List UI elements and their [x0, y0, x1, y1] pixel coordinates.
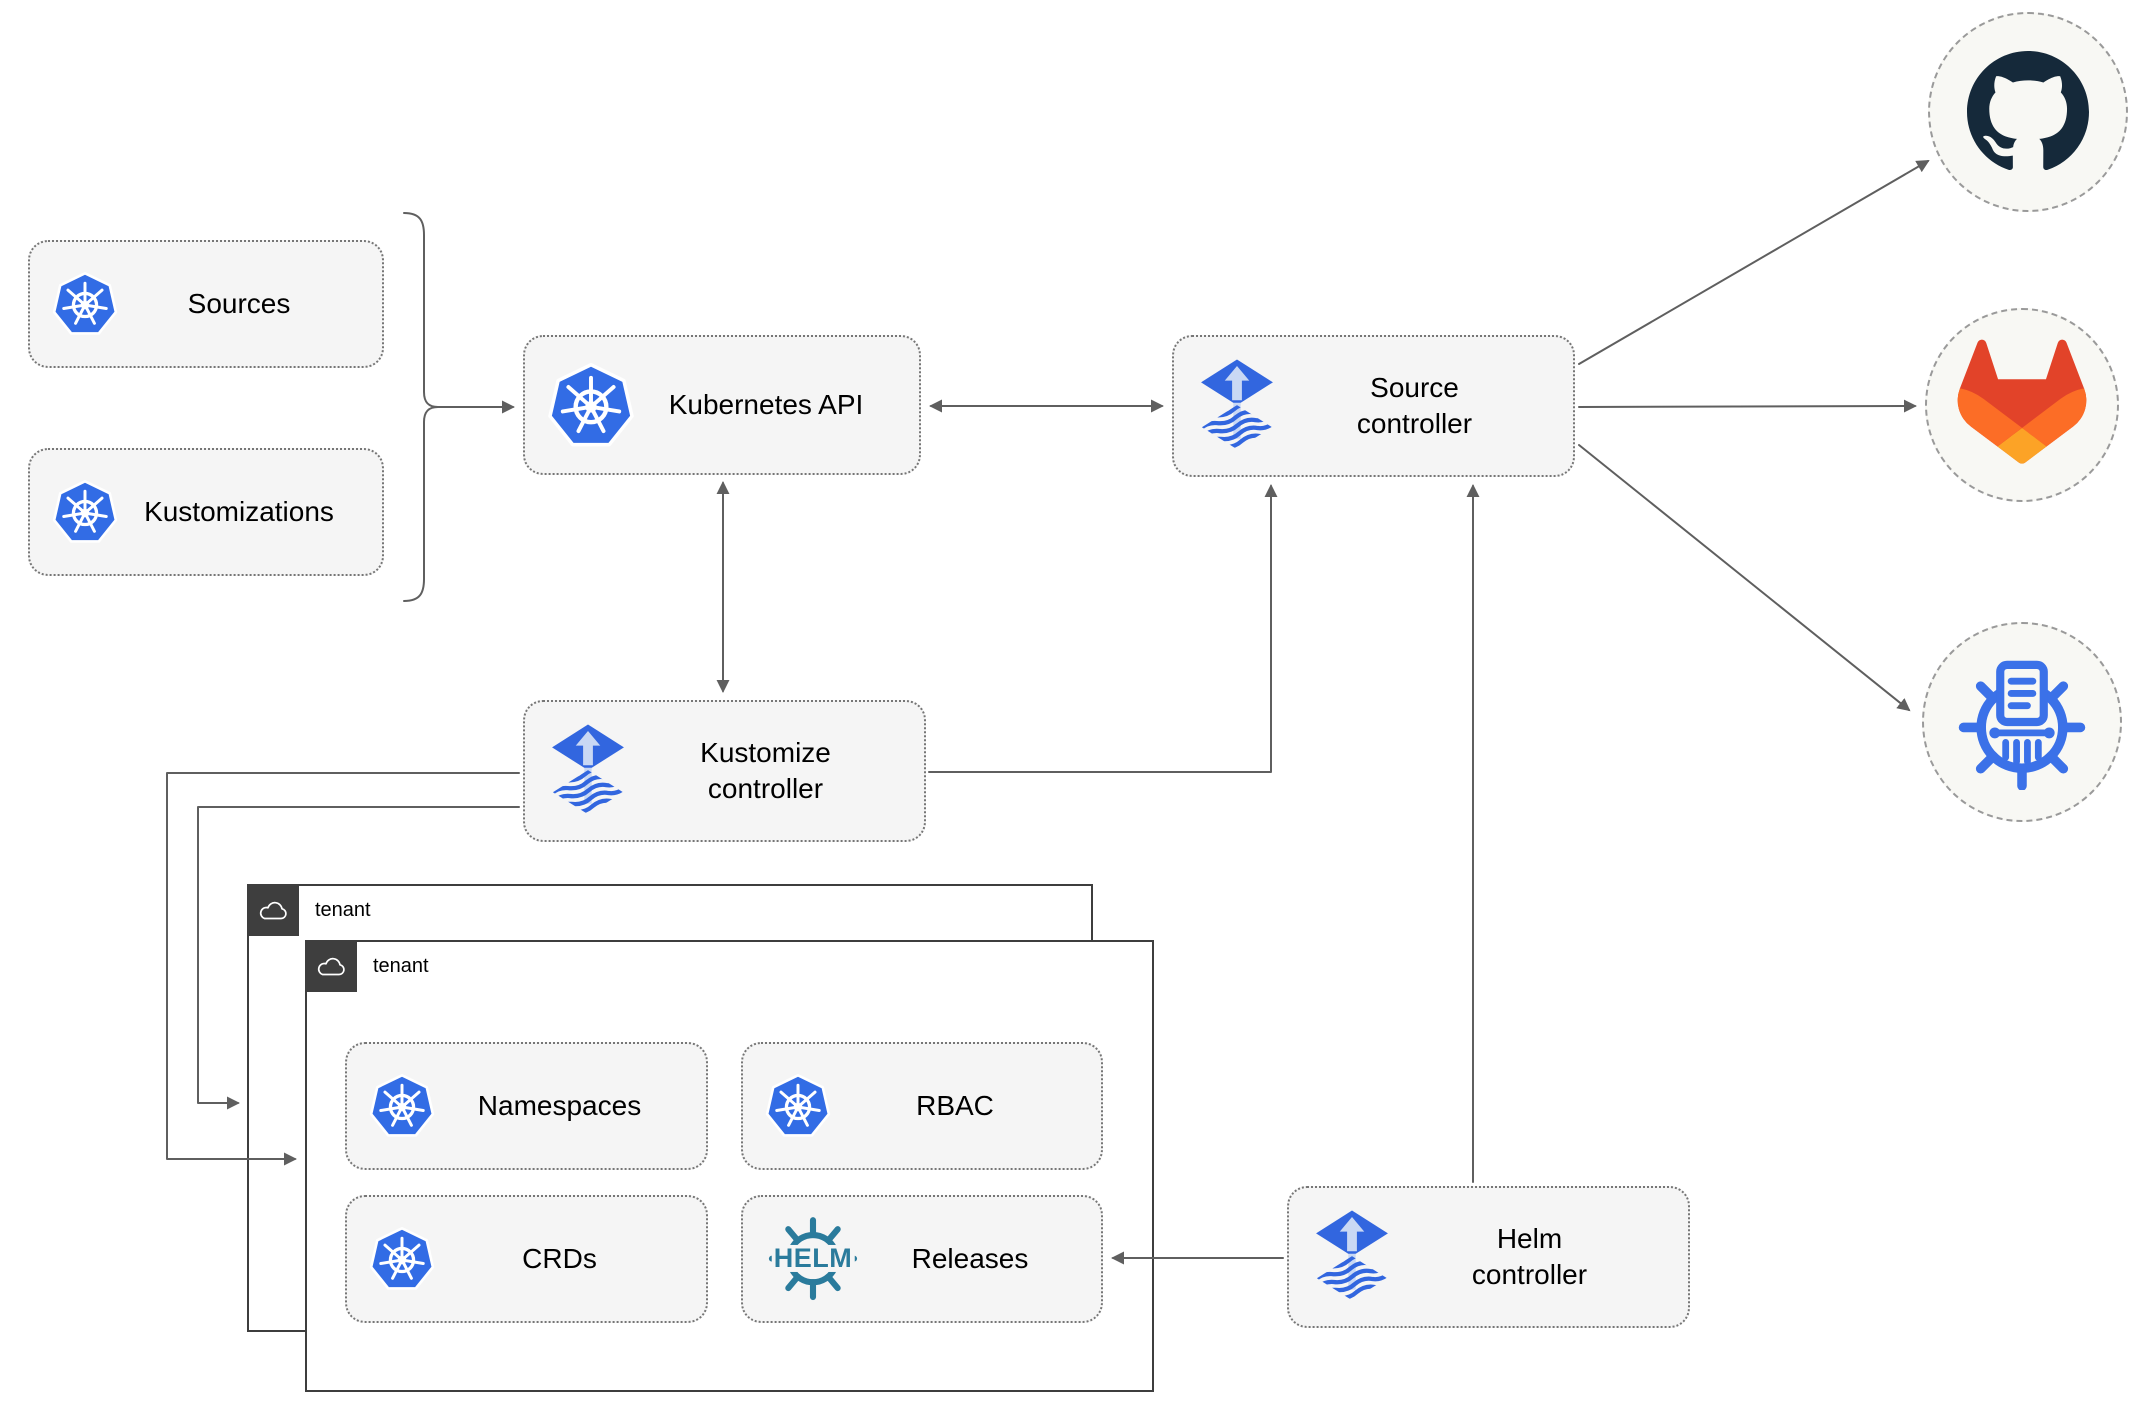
kubernetes-icon — [765, 1074, 831, 1138]
tenant-inner-label: tenant — [373, 955, 429, 977]
kubernetes-icon — [369, 1227, 435, 1291]
kubernetes-api-node: Kubernetes API — [523, 335, 921, 475]
helm-wordmark: HELM — [771, 1242, 855, 1273]
crds-label: CRDs — [522, 1243, 597, 1275]
helm-controller-node: Helm controller — [1287, 1186, 1690, 1328]
rbac-label: RBAC — [916, 1090, 994, 1122]
kubernetes-icon — [52, 480, 118, 544]
kubernetes-api-label: Kubernetes API — [668, 389, 864, 421]
cloud-icon — [314, 955, 348, 978]
releases-label: Releases — [911, 1243, 1029, 1275]
rbac-node: RBAC — [741, 1042, 1103, 1170]
source-controller-label: Source controller — [1356, 372, 1473, 439]
gitlab-remote — [1925, 308, 2119, 502]
edge-kustomize-to-source — [928, 484, 1278, 773]
source-controller-node: Source controller — [1172, 335, 1575, 477]
sources-node: Sources — [28, 240, 384, 368]
tenant-inner-tab — [305, 940, 357, 992]
tenant-outer-tab — [247, 884, 299, 936]
kubernetes-icon — [52, 272, 118, 336]
kustomize-controller-node: Kustomize controller — [523, 700, 926, 842]
github-icon — [1967, 51, 2089, 173]
chartmuseum-icon — [1954, 654, 2090, 790]
kustomizations-node: Kustomizations — [28, 448, 384, 576]
namespaces-label: Namespaces — [477, 1090, 642, 1122]
flux-icon — [1196, 357, 1278, 455]
cloud-icon — [256, 899, 290, 922]
helm-icon: HELM — [765, 1215, 861, 1303]
kubernetes-icon — [369, 1074, 435, 1138]
gitlab-icon — [1955, 338, 2089, 472]
edge-source-to-github — [1578, 160, 1930, 365]
flux-icon — [547, 722, 629, 820]
flux-icon — [1311, 1208, 1393, 1306]
edge-source-to-gitlab — [1578, 399, 1917, 413]
tenant-outer-label: tenant — [315, 899, 371, 921]
github-remote — [1928, 12, 2128, 212]
kustomizations-label: Kustomizations — [144, 496, 334, 528]
edge-source-to-chartmuseum — [1578, 444, 1911, 712]
kubernetes-icon — [547, 363, 635, 448]
kustomize-controller-label: Kustomize controller — [700, 737, 831, 804]
chartmuseum-remote — [1922, 622, 2122, 822]
edge-cluster-bracket — [403, 212, 439, 602]
crds-node: CRDs — [345, 1195, 708, 1323]
sources-label: Sources — [187, 288, 291, 320]
helm-controller-label: Helm controller — [1471, 1223, 1588, 1290]
releases-node: HELM Releases — [741, 1195, 1103, 1323]
namespaces-node: Namespaces — [345, 1042, 708, 1170]
